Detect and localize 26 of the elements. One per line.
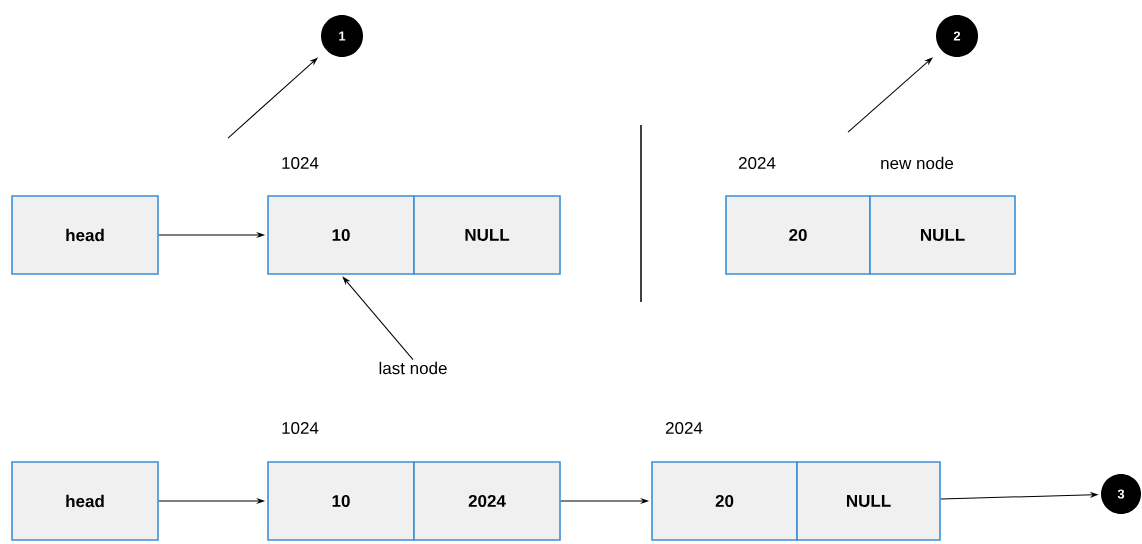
address-label: 2024 — [738, 157, 776, 170]
memory-cell: head — [11, 461, 159, 541]
memory-cell: 2024 — [413, 461, 561, 541]
memory-cell: NULL — [413, 195, 561, 275]
arrow — [227, 57, 318, 139]
memory-cell: 20 — [651, 461, 798, 541]
address-label: 1024 — [282, 157, 319, 170]
arrow — [560, 498, 649, 504]
memory-cell: head — [11, 195, 159, 275]
arrow — [342, 277, 414, 361]
address-label: 2024 — [665, 422, 703, 435]
arrow — [940, 492, 1098, 500]
memory-cell: NULL — [796, 461, 941, 541]
arrow — [158, 232, 265, 238]
address-label: new node — [881, 156, 954, 170]
memory-cell: 10 — [267, 461, 415, 541]
callout-number: 1 — [321, 15, 363, 57]
memory-cell: 10 — [267, 195, 415, 275]
arrow — [847, 57, 933, 133]
node-caption: last node — [379, 361, 447, 375]
memory-cell: 20 — [725, 195, 871, 275]
callout-number: 3 — [1101, 474, 1141, 514]
memory-cell: NULL — [869, 195, 1016, 275]
arrow — [158, 498, 265, 504]
address-label: 1024 — [282, 422, 319, 435]
callout-number: 2 — [936, 15, 978, 57]
